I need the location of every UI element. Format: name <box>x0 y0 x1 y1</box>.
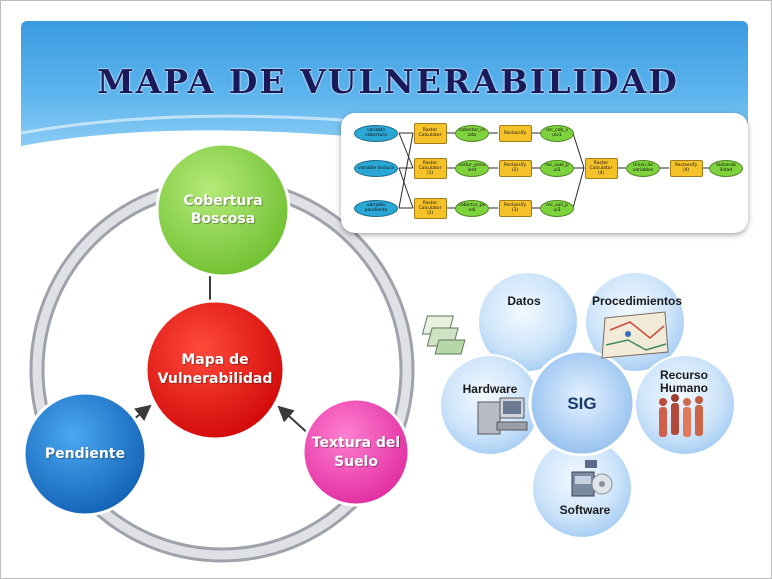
hardware-icon <box>477 397 528 435</box>
model-calculator-2: Raster Calculator (2) <box>413 197 447 219</box>
model-calc-output-0: cobertur_re ada <box>455 124 489 142</box>
node-left-label: Pendiente <box>44 446 126 462</box>
software-icon <box>571 460 613 497</box>
people-icon <box>659 394 703 437</box>
datos-icon <box>421 315 466 355</box>
sig-label-datos: Datos <box>507 294 541 308</box>
sig-label-software: Software <box>559 503 611 517</box>
sig-core-label: SIG <box>567 394 597 413</box>
model-reclassify-2: Reclassify (3) <box>498 199 532 217</box>
model-final-calculator: Raster Calculator (4) <box>584 157 618 179</box>
model-calculator-0: Raster Calculator <box>413 122 447 144</box>
model-reclass-output-2: rec_suli_p ul3 <box>540 199 574 217</box>
model-flow-lines <box>398 132 713 209</box>
node-right <box>301 397 411 507</box>
node-center <box>144 299 286 441</box>
model-reclassify-0: Reclassify <box>498 124 532 142</box>
procedimientos-icon <box>601 311 669 359</box>
model-input-0: variable cobertura <box>354 124 398 142</box>
node-left <box>22 391 148 517</box>
node-top <box>155 142 291 278</box>
model-reclass-output-1: rec_suel_p ul2 <box>540 159 574 177</box>
model-input-1: variable textura <box>354 159 398 177</box>
model-final-reclassify: Reclassify (4) <box>669 159 703 177</box>
model-input-2: variable pendiente <box>354 199 398 217</box>
model-result: Vulnerab ilidad <box>709 159 743 177</box>
node-right-label: Textura del Suelo <box>311 435 401 470</box>
page-title: MAPA DE VULNERABILIDAD <box>97 62 679 101</box>
sig-core <box>528 349 636 457</box>
model-reclassify-1: Reclassify (2) <box>498 159 532 177</box>
model-calc-output-2: cobertur_pe ndi <box>455 199 489 217</box>
sig-label-hardware: Hardware <box>462 382 518 396</box>
model-final-output: Union de variables <box>626 159 660 177</box>
model-calculator-1: Raster Calculator (1) <box>413 157 447 179</box>
model-calc-output-1: textur_pend ient <box>455 159 489 177</box>
sig-label-procedimientos: Procedimientos <box>591 294 683 308</box>
node-center-label: Mapa de Vulnerabilidad <box>157 352 273 387</box>
sig-diagram <box>421 271 746 540</box>
sig-label-recurso-humano: Recurso Humano <box>659 368 709 395</box>
model-reclass-output-0: rec_cob_v ulv1 <box>540 124 574 142</box>
node-top-label: Cobertura Boscosa <box>183 193 263 227</box>
